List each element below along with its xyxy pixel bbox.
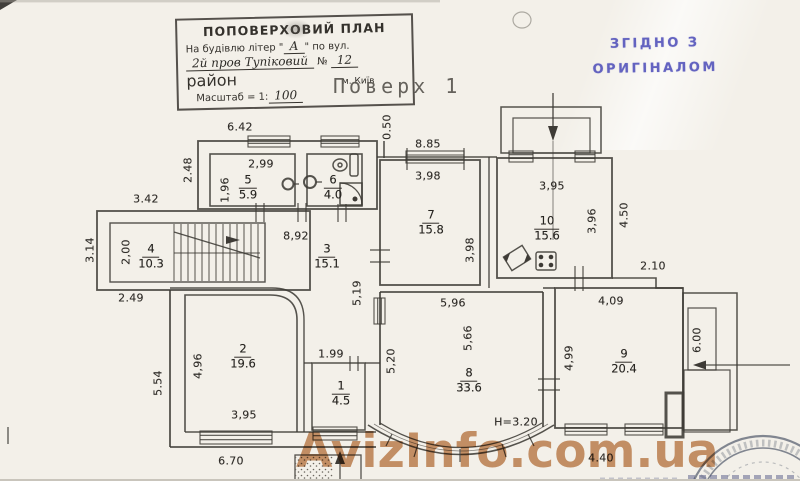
ceiling-height-label: H=3.20 [494,415,538,429]
terrace-step [683,369,731,433]
dimension-label: 5,66 [461,325,475,351]
side-step [664,391,685,439]
dimension-label: 2.48 [181,157,195,183]
approval-stamp: ЗГІДНО З ОРИГІНАЛОМ [590,31,721,83]
room10-walls [496,157,613,279]
sink-icon [281,177,299,191]
dimension-label: 2,99 [248,157,274,171]
scan-bottom-edge [0,479,800,481]
entrance-arrow-icon [693,360,790,370]
approval-stamp-line2: ОРИГІНАЛОМ [592,59,718,77]
dimension-label: 3.42 [133,192,159,206]
terrace-outer [682,292,738,431]
dimension-label: 1.99 [318,347,344,361]
district-label: район [186,70,238,91]
round-seal-icon [692,434,800,481]
bottom-porch [294,451,362,481]
dimension-label: 3,98 [463,237,477,263]
dimension-label: 3,96 [585,208,599,234]
dimension-label: 1,96 [218,177,232,203]
kitchen-stove-icon [535,251,557,271]
room2-walls [184,294,298,432]
dimension-label: 5,96 [440,296,466,310]
room1-walls [311,362,366,431]
dimension-label: 4.40 [588,451,614,465]
door-openings [255,148,584,391]
dimension-label: 3,95 [231,408,257,422]
building-letter-handwritten: А [283,38,305,55]
room4-walls [109,222,266,283]
entrance-arrow-icon [335,451,345,481]
dimension-label: 8,92 [283,229,309,243]
scan-edge-streak [0,0,440,3]
dimension-label: 8.85 [415,137,441,151]
dimension-label: 4.50 [617,202,631,228]
dimension-label: 0.50 [380,114,394,140]
dimension-label: 5,20 [384,348,398,374]
dimension-label: 4,96 [191,353,205,379]
stairs-icon [173,224,261,281]
house-number-handwritten: 12 [330,52,359,69]
dimension-label: 3,98 [415,169,441,183]
room5-walls [209,153,296,207]
block-left-walls [96,210,311,291]
sink-icon [303,175,322,189]
bay-window [367,422,555,462]
scale-handwritten: 100 [268,87,304,104]
street-handwritten: 2й пров Тупіковий [185,53,315,72]
scan-mark-ellipse [512,11,532,29]
scan-corner-artifact [0,0,17,10]
dimension-label: 4,09 [598,294,624,308]
room7-walls [379,159,481,286]
approval-stamp-line1: ЗГІДНО З [609,35,700,52]
dimension-label: 2.10 [640,259,666,273]
room6-walls [306,153,363,207]
dimension-label: 6.70 [218,454,244,468]
shower-icon [339,182,363,206]
dimension-label: 2,00 [119,239,133,265]
dimension-label: 5.54 [151,370,165,396]
dimension-label: 3.14 [83,237,97,263]
watermark: AvizInfo.com.ua [296,424,719,479]
dimension-label: 5,19 [350,280,364,306]
dimension-label: 3,95 [539,179,565,193]
dimension-label: 6.00 [690,327,704,353]
dimension-label: 4,99 [562,345,576,371]
toilet-icon [332,153,359,177]
dimension-label: 2.49 [118,291,144,305]
window-symbol [199,135,664,445]
floor-label: Поверх 1 [333,74,462,98]
dimension-label: 6.42 [227,120,253,134]
block-upper-left-walls [197,140,378,210]
fireplace-icon [502,244,532,272]
